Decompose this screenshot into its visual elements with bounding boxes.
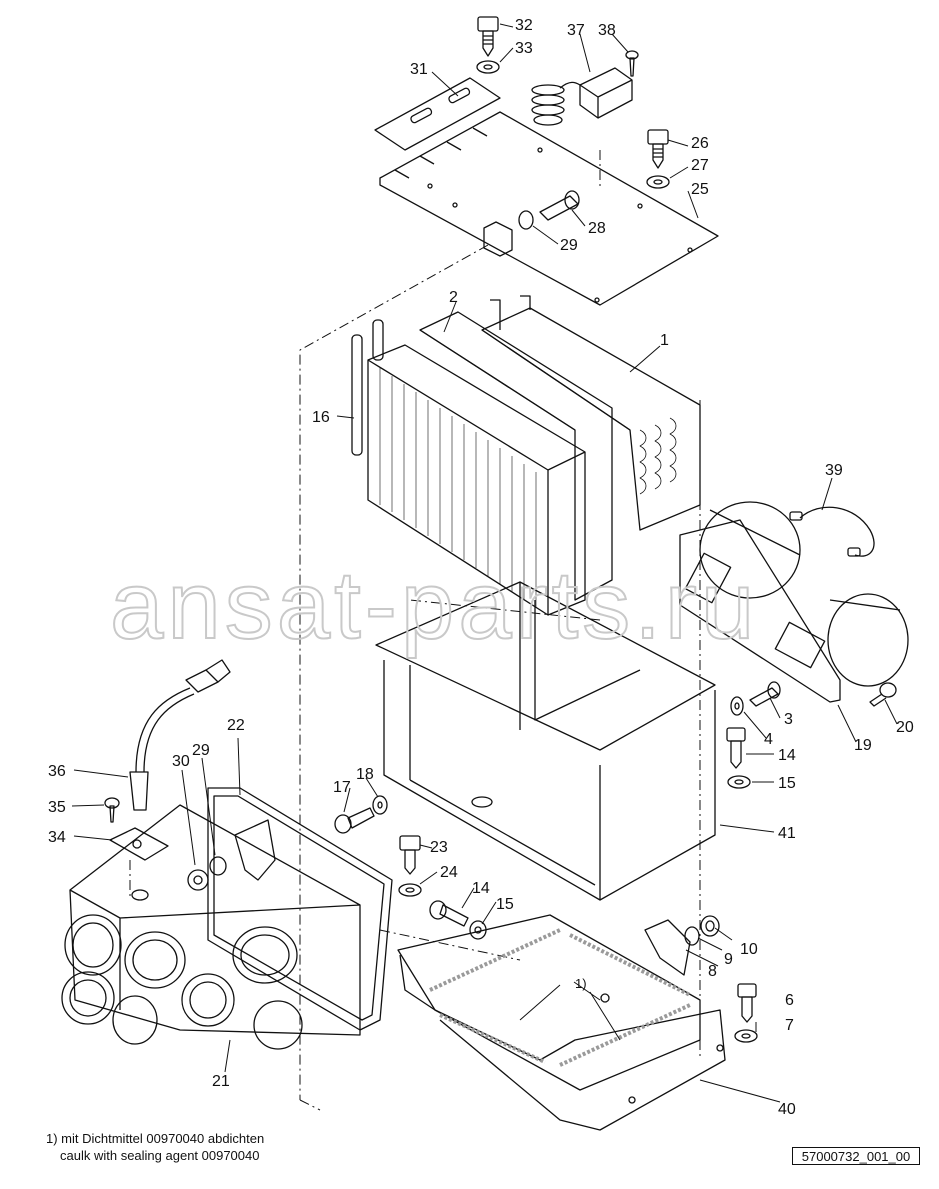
sealing-note: 1) mit Dichtmittel 00970040 abdichten ca… — [46, 1130, 264, 1164]
washer-18 — [372, 795, 388, 815]
callout-22: 22 — [227, 717, 245, 734]
bolt-32 — [477, 16, 499, 57]
bracket-8 — [644, 919, 691, 976]
nut-30 — [187, 869, 209, 891]
washer-4 — [730, 696, 744, 716]
callout-31: 31 — [410, 61, 428, 78]
callout-29-left: 29 — [192, 742, 210, 759]
washer-27 — [646, 175, 670, 189]
callout-25: 25 — [691, 181, 709, 198]
part-34-bracket — [109, 827, 169, 861]
callout-15-right: 15 — [778, 775, 796, 792]
bolt-3 — [749, 681, 781, 707]
part-1-heat-exchanger — [481, 295, 701, 531]
callout-15-lower: 15 — [496, 896, 514, 913]
callout-33: 33 — [515, 40, 533, 57]
part-19-blower — [679, 501, 909, 703]
callout-9: 9 — [724, 951, 733, 968]
screw-35 — [104, 797, 120, 823]
callout-4: 4 — [764, 731, 773, 748]
part-39-cable — [789, 506, 875, 557]
callout-26: 26 — [691, 135, 709, 152]
callout-16: 16 — [312, 409, 330, 426]
callout-32: 32 — [515, 17, 533, 34]
washer-29-top — [518, 210, 534, 230]
construction-lines — [129, 150, 701, 1111]
callout-7: 7 — [785, 1017, 794, 1034]
bolt-14-right — [726, 727, 746, 769]
callout-19: 19 — [854, 737, 872, 754]
part-41-housing — [375, 581, 716, 901]
callout-8: 8 — [708, 963, 717, 980]
part-16-radiator — [351, 319, 586, 616]
bolt-23 — [399, 835, 421, 875]
callout-21: 21 — [212, 1073, 230, 1090]
part-37-thermostat — [531, 67, 633, 126]
callout-24: 24 — [440, 864, 458, 881]
callout-23: 23 — [430, 839, 448, 856]
bolt-28 — [539, 190, 580, 221]
callout-14-lower: 14 — [472, 880, 490, 897]
washer-15-right — [727, 775, 751, 789]
callout-28: 28 — [588, 220, 606, 237]
nut-10 — [700, 915, 720, 937]
bolt-26 — [647, 129, 669, 169]
washer-7 — [734, 1029, 758, 1043]
leader-lines — [71, 23, 898, 1103]
callout-note-1: 1) — [575, 976, 587, 991]
document-id: 57000732_001_00 — [792, 1147, 920, 1165]
washer-29-left — [209, 856, 227, 876]
screw-38 — [625, 50, 639, 77]
callout-18: 18 — [356, 766, 374, 783]
callout-36: 36 — [48, 763, 66, 780]
bolt-14-lower — [429, 900, 469, 927]
callout-40: 40 — [778, 1101, 796, 1118]
part-25-cover-plate — [379, 111, 719, 306]
callout-10: 10 — [740, 941, 758, 958]
bolt-20 — [869, 682, 897, 707]
callout-20: 20 — [896, 719, 914, 736]
bolt-6 — [737, 983, 757, 1023]
callout-34: 34 — [48, 829, 66, 846]
callout-35: 35 — [48, 799, 66, 816]
callout-30: 30 — [172, 753, 190, 770]
part-31-plate — [374, 77, 501, 151]
part-21-distribution-box — [61, 804, 361, 1050]
callout-3: 3 — [784, 711, 793, 728]
washer-9 — [684, 926, 700, 946]
washer-24 — [398, 883, 422, 897]
callout-17: 17 — [333, 779, 351, 796]
callout-2: 2 — [449, 289, 458, 306]
callout-27: 27 — [691, 157, 709, 174]
callout-6: 6 — [785, 992, 794, 1009]
washer-33 — [476, 60, 500, 74]
part-40-tray — [397, 914, 726, 1131]
part-36-temperature-sensor — [129, 659, 231, 811]
callout-39: 39 — [825, 462, 843, 479]
callout-14-right: 14 — [778, 747, 796, 764]
callout-labels: 32 33 31 37 38 26 27 25 28 29 2 1 16 39 … — [48, 17, 914, 1118]
note-line-english: caulk with sealing agent 00970040 — [60, 1148, 260, 1163]
note-line-german: 1) mit Dichtmittel 00970040 abdichten — [46, 1131, 265, 1146]
callout-41: 41 — [778, 825, 796, 842]
callout-1: 1 — [660, 332, 669, 349]
part-2-core — [419, 311, 613, 601]
callout-29-top: 29 — [560, 237, 578, 254]
callout-37: 37 — [567, 22, 585, 39]
callout-38: 38 — [598, 22, 616, 39]
watermark: ansat-parts.ru — [110, 552, 758, 659]
bolt-17 — [334, 807, 375, 834]
